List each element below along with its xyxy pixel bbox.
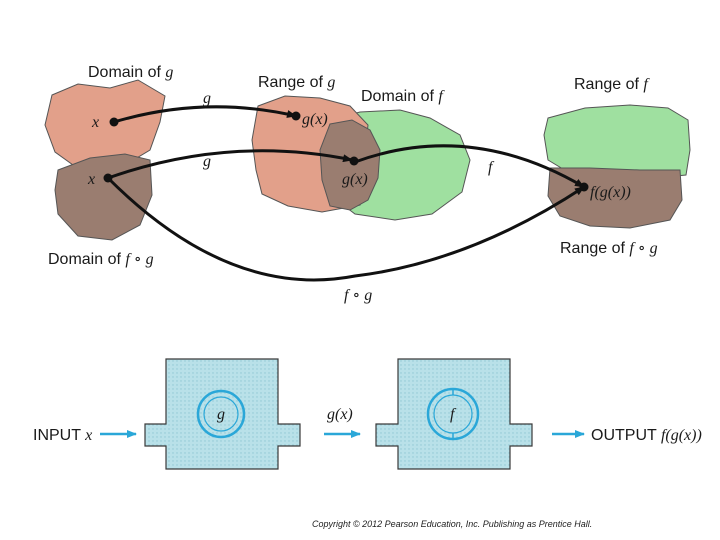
input-label: INPUT x xyxy=(33,427,92,444)
arrow-g-top xyxy=(113,105,297,124)
arrow-f-label: f xyxy=(488,159,495,176)
output-label: OUTPUT f(g(x)) xyxy=(591,427,702,444)
arrow-g-middle-label: g xyxy=(203,153,211,170)
point-x-top xyxy=(109,117,119,127)
arrow-fog-label: f ∘ g xyxy=(344,287,372,304)
copyright-text: Copyright © 2012 Pearson Education, Inc.… xyxy=(312,519,592,529)
machine-g xyxy=(144,358,301,470)
point-gx-top-label: g(x) xyxy=(302,111,328,128)
point-x-bottom xyxy=(103,173,113,183)
machine-g-inner-ring xyxy=(203,396,239,432)
domain-g-region xyxy=(44,79,166,171)
arrow-g-top-label: g xyxy=(203,90,211,107)
domain-fog-label: Domain of f ∘ g xyxy=(48,251,154,268)
arrow-fog xyxy=(106,176,585,282)
point-gx-middle xyxy=(349,156,359,166)
point-fgx xyxy=(579,182,589,192)
point-gx-middle-label: g(x) xyxy=(342,171,368,188)
arrow-g-middle xyxy=(107,149,353,180)
domain-fog-region xyxy=(54,153,153,241)
range-g-label: Range of g xyxy=(258,74,335,91)
machine-f xyxy=(375,358,533,470)
point-fgx-label: f(g(x)) xyxy=(590,184,631,201)
point-gx-top xyxy=(291,111,301,121)
intermediate-label: g(x) xyxy=(327,406,353,423)
range-g-domain-f-overlap xyxy=(319,119,381,211)
arrow-f xyxy=(354,144,585,189)
range-fog-label: Range of f ∘ g xyxy=(560,240,658,257)
domain-g-label: Domain of g xyxy=(88,64,173,81)
range-f-region xyxy=(543,104,691,179)
point-x-bottom-label: x xyxy=(87,171,95,188)
machine-f-label: f xyxy=(450,406,457,423)
range-f-label: Range of f xyxy=(574,76,650,93)
machine-g-outer-ring xyxy=(196,389,246,439)
domain-f-label: Domain of f xyxy=(361,88,445,105)
point-x-top-label: x xyxy=(91,114,99,131)
machine-g-label: g xyxy=(217,406,225,423)
